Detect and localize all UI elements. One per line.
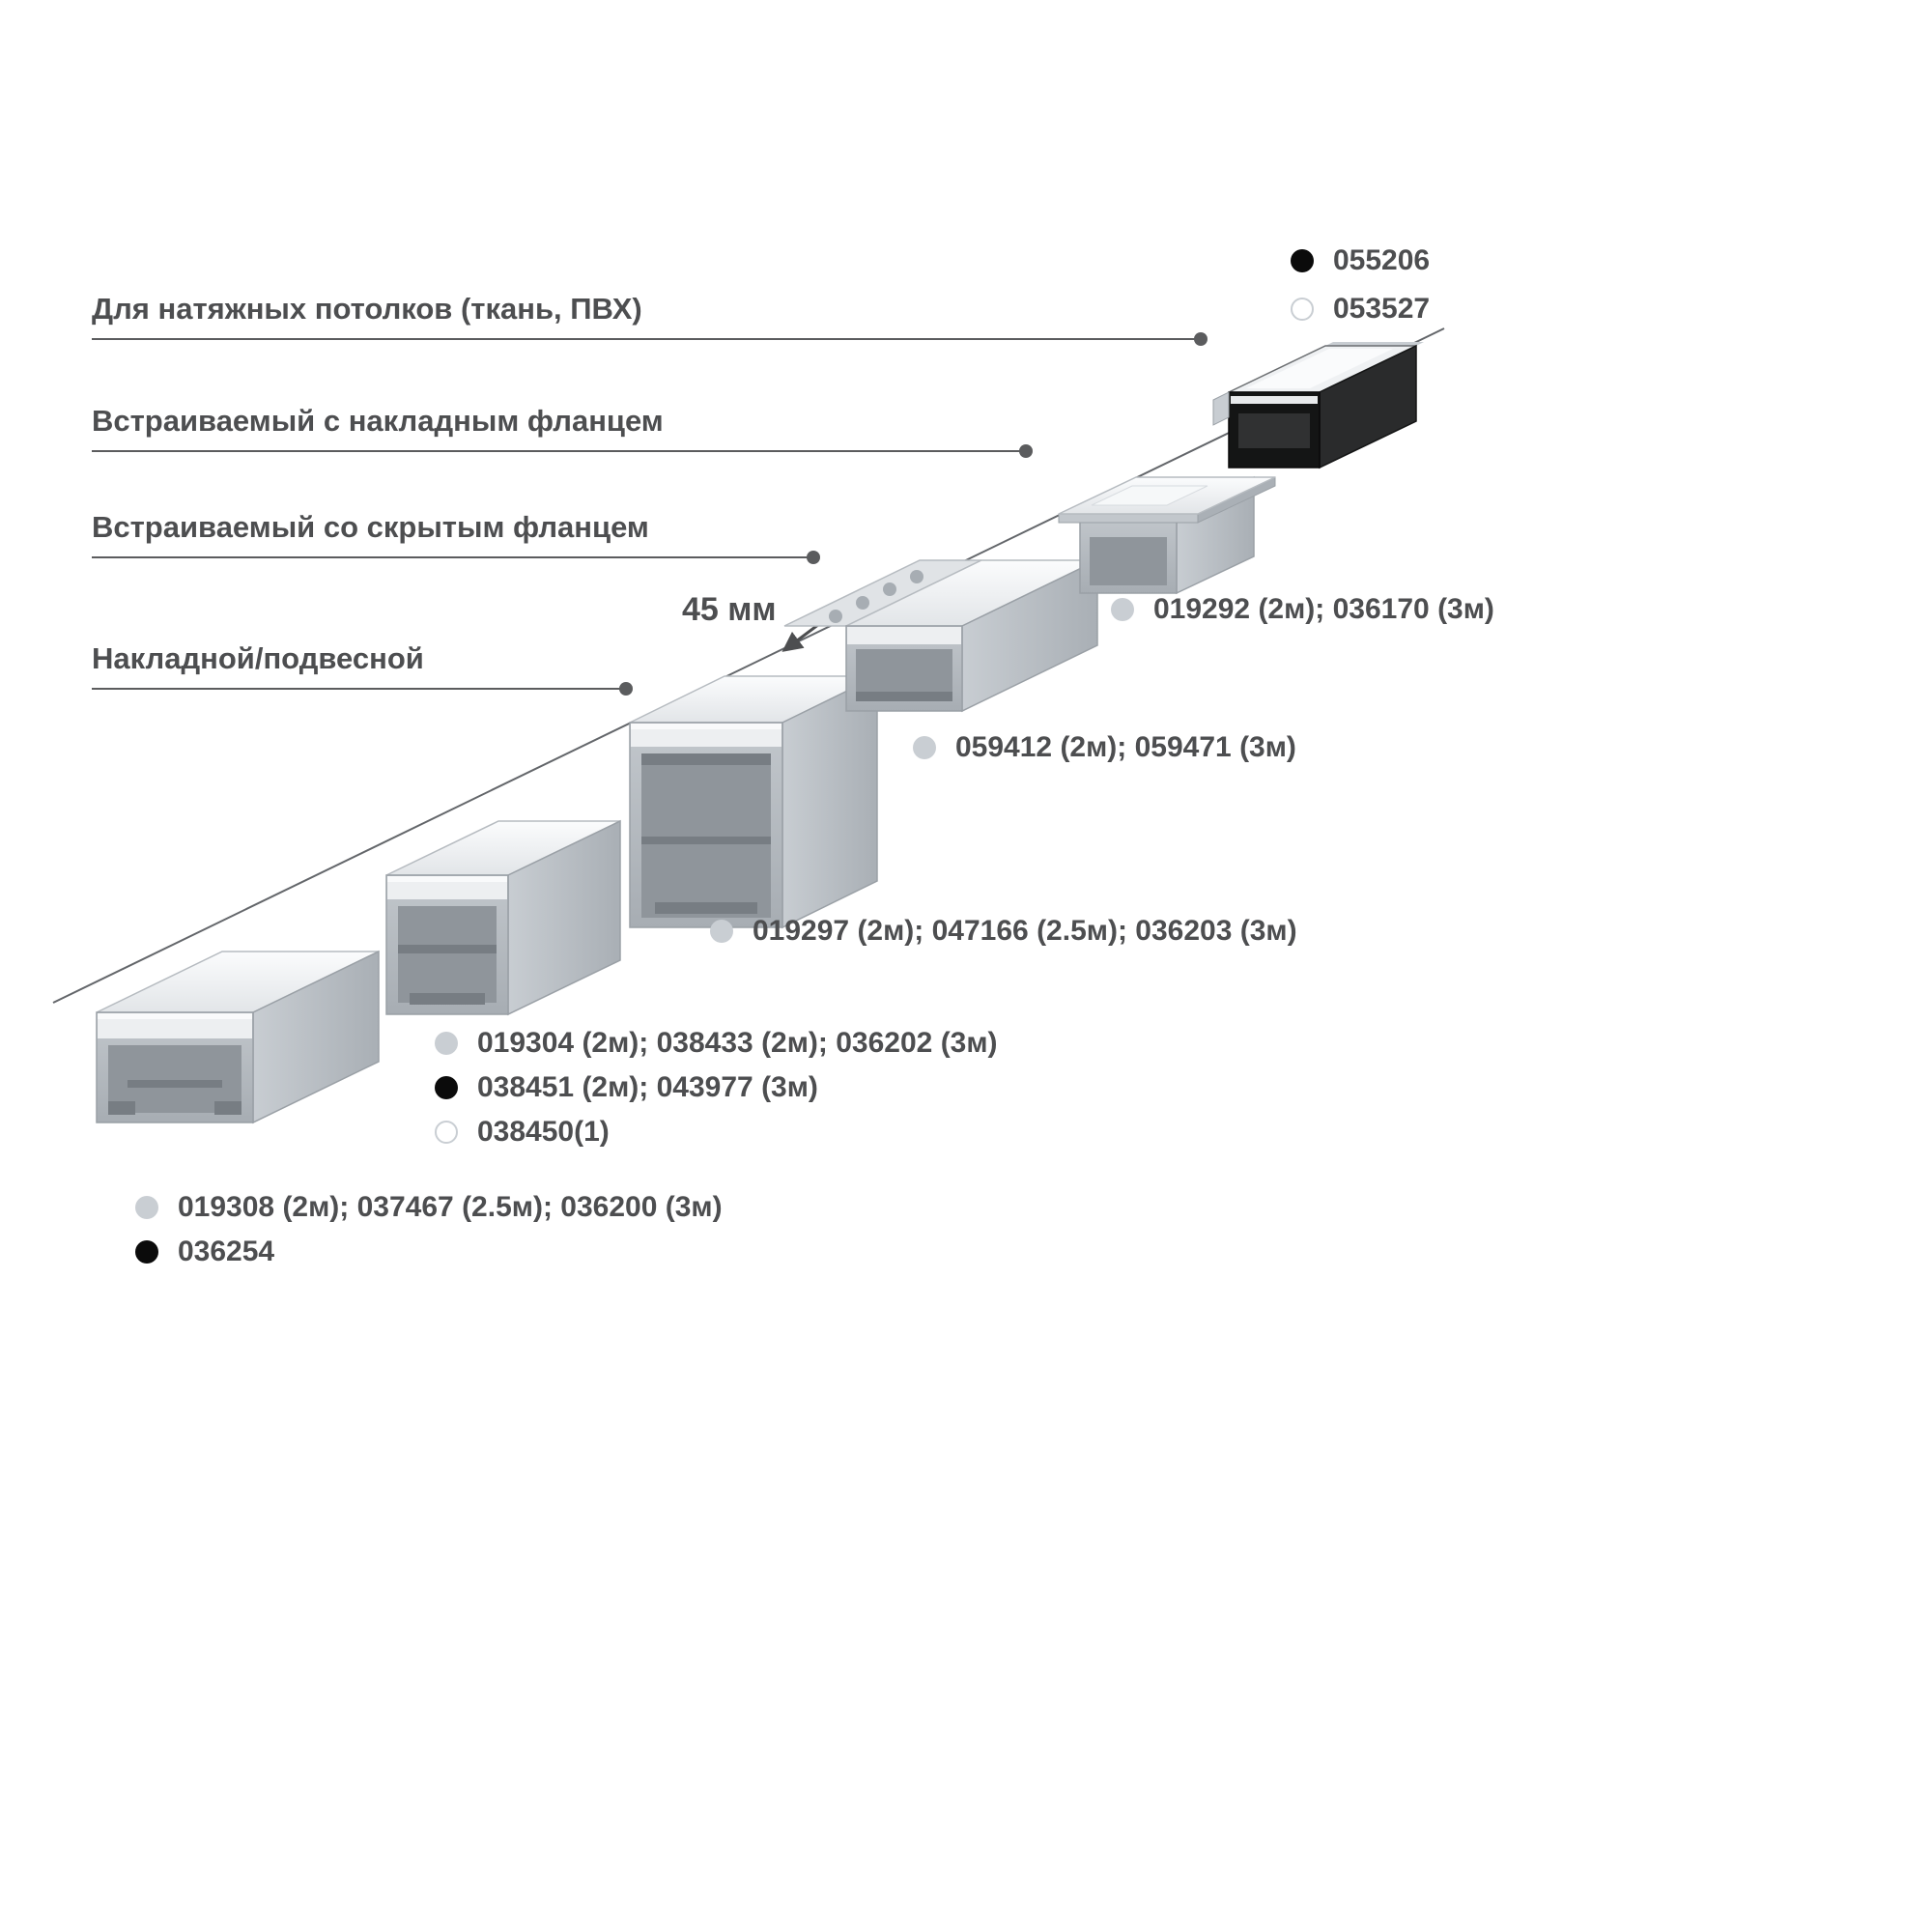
profile-box-low-illustration	[96, 950, 380, 1124]
codes-box-medium-white: 038450(1)	[435, 1115, 610, 1150]
bullet-gray-icon	[1111, 598, 1134, 621]
bullet-black-icon	[135, 1240, 158, 1264]
bullet-black-icon	[1291, 249, 1314, 272]
leader-dot-flange-surface	[1019, 444, 1033, 458]
profile-box-large-illustration	[629, 674, 878, 929]
codes-box-medium-black: 038451 (2м); 043977 (3м)	[435, 1070, 818, 1105]
codes-box-low-gray: 019308 (2м); 037467 (2.5м); 036200 (3м)	[135, 1190, 723, 1225]
code-text: 019308 (2м); 037467 (2.5м); 036200 (3м)	[178, 1191, 723, 1223]
code-text: 019304 (2м); 038433 (2м); 036202 (3м)	[477, 1027, 998, 1059]
codes-flange-surface: 019292 (2м); 036170 (3м)	[1111, 592, 1494, 627]
bullet-black-icon	[435, 1076, 458, 1099]
codes-stretch-ceiling-white: 053527	[1291, 292, 1430, 327]
leader-dot-stretch-ceiling	[1194, 332, 1208, 346]
code-text: 038450(1)	[477, 1116, 610, 1148]
category-flange-surface-text: Встраиваемый с накладным фланцем	[92, 404, 664, 438]
leader-dot-flange-hidden	[807, 551, 820, 564]
dimension-label: 45 мм	[682, 591, 777, 628]
codes-box-large: 019297 (2м); 047166 (2.5м); 036203 (3м)	[710, 914, 1297, 949]
category-flange-hidden: Встраиваемый со скрытым фланцем	[92, 510, 820, 564]
codes-box-medium-gray: 019304 (2м); 038433 (2м); 036202 (3м)	[435, 1026, 998, 1061]
category-flange-surface: Встраиваемый с накладным фланцем	[92, 404, 1033, 458]
profile-stretch-ceiling-illustration	[1212, 342, 1424, 469]
profile-box-medium-illustration	[385, 819, 621, 1016]
code-text: 059412 (2м); 059471 (3м)	[955, 731, 1296, 763]
bullet-gray-icon	[135, 1196, 158, 1219]
category-surface-suspended-text: Накладной/подвесной	[92, 641, 424, 675]
bullet-gray-icon	[435, 1032, 458, 1055]
category-surface-suspended: Накладной/подвесной	[92, 641, 633, 696]
profile-flange-surface-illustration	[1058, 475, 1276, 595]
category-stretch-ceiling-text: Для натяжных потолков (ткань, ПВХ)	[92, 292, 642, 326]
diagonal-baseline	[52, 327, 1445, 1004]
code-text: 036254	[178, 1236, 275, 1267]
code-text: 053527	[1333, 293, 1431, 325]
codes-stretch-ceiling-black: 055206	[1291, 243, 1430, 278]
code-text: 019297 (2м); 047166 (2.5м); 036203 (3м)	[753, 915, 1297, 947]
code-text: 055206	[1333, 244, 1431, 276]
code-text: 038451 (2м); 043977 (3м)	[477, 1071, 818, 1103]
bullet-white-icon	[1291, 298, 1314, 321]
leader-dot-surface-suspended	[619, 682, 633, 696]
codes-box-low-black: 036254	[135, 1235, 274, 1269]
category-stretch-ceiling: Для натяжных потолков (ткань, ПВХ)	[92, 292, 1208, 346]
category-flange-hidden-text: Встраиваемый со скрытым фланцем	[92, 510, 649, 544]
codes-flange-hidden: 059412 (2м); 059471 (3м)	[913, 730, 1296, 765]
bullet-gray-icon	[710, 920, 733, 943]
code-text: 019292 (2м); 036170 (3м)	[1153, 593, 1494, 625]
bullet-gray-icon	[913, 736, 936, 759]
bullet-white-icon	[435, 1121, 458, 1144]
